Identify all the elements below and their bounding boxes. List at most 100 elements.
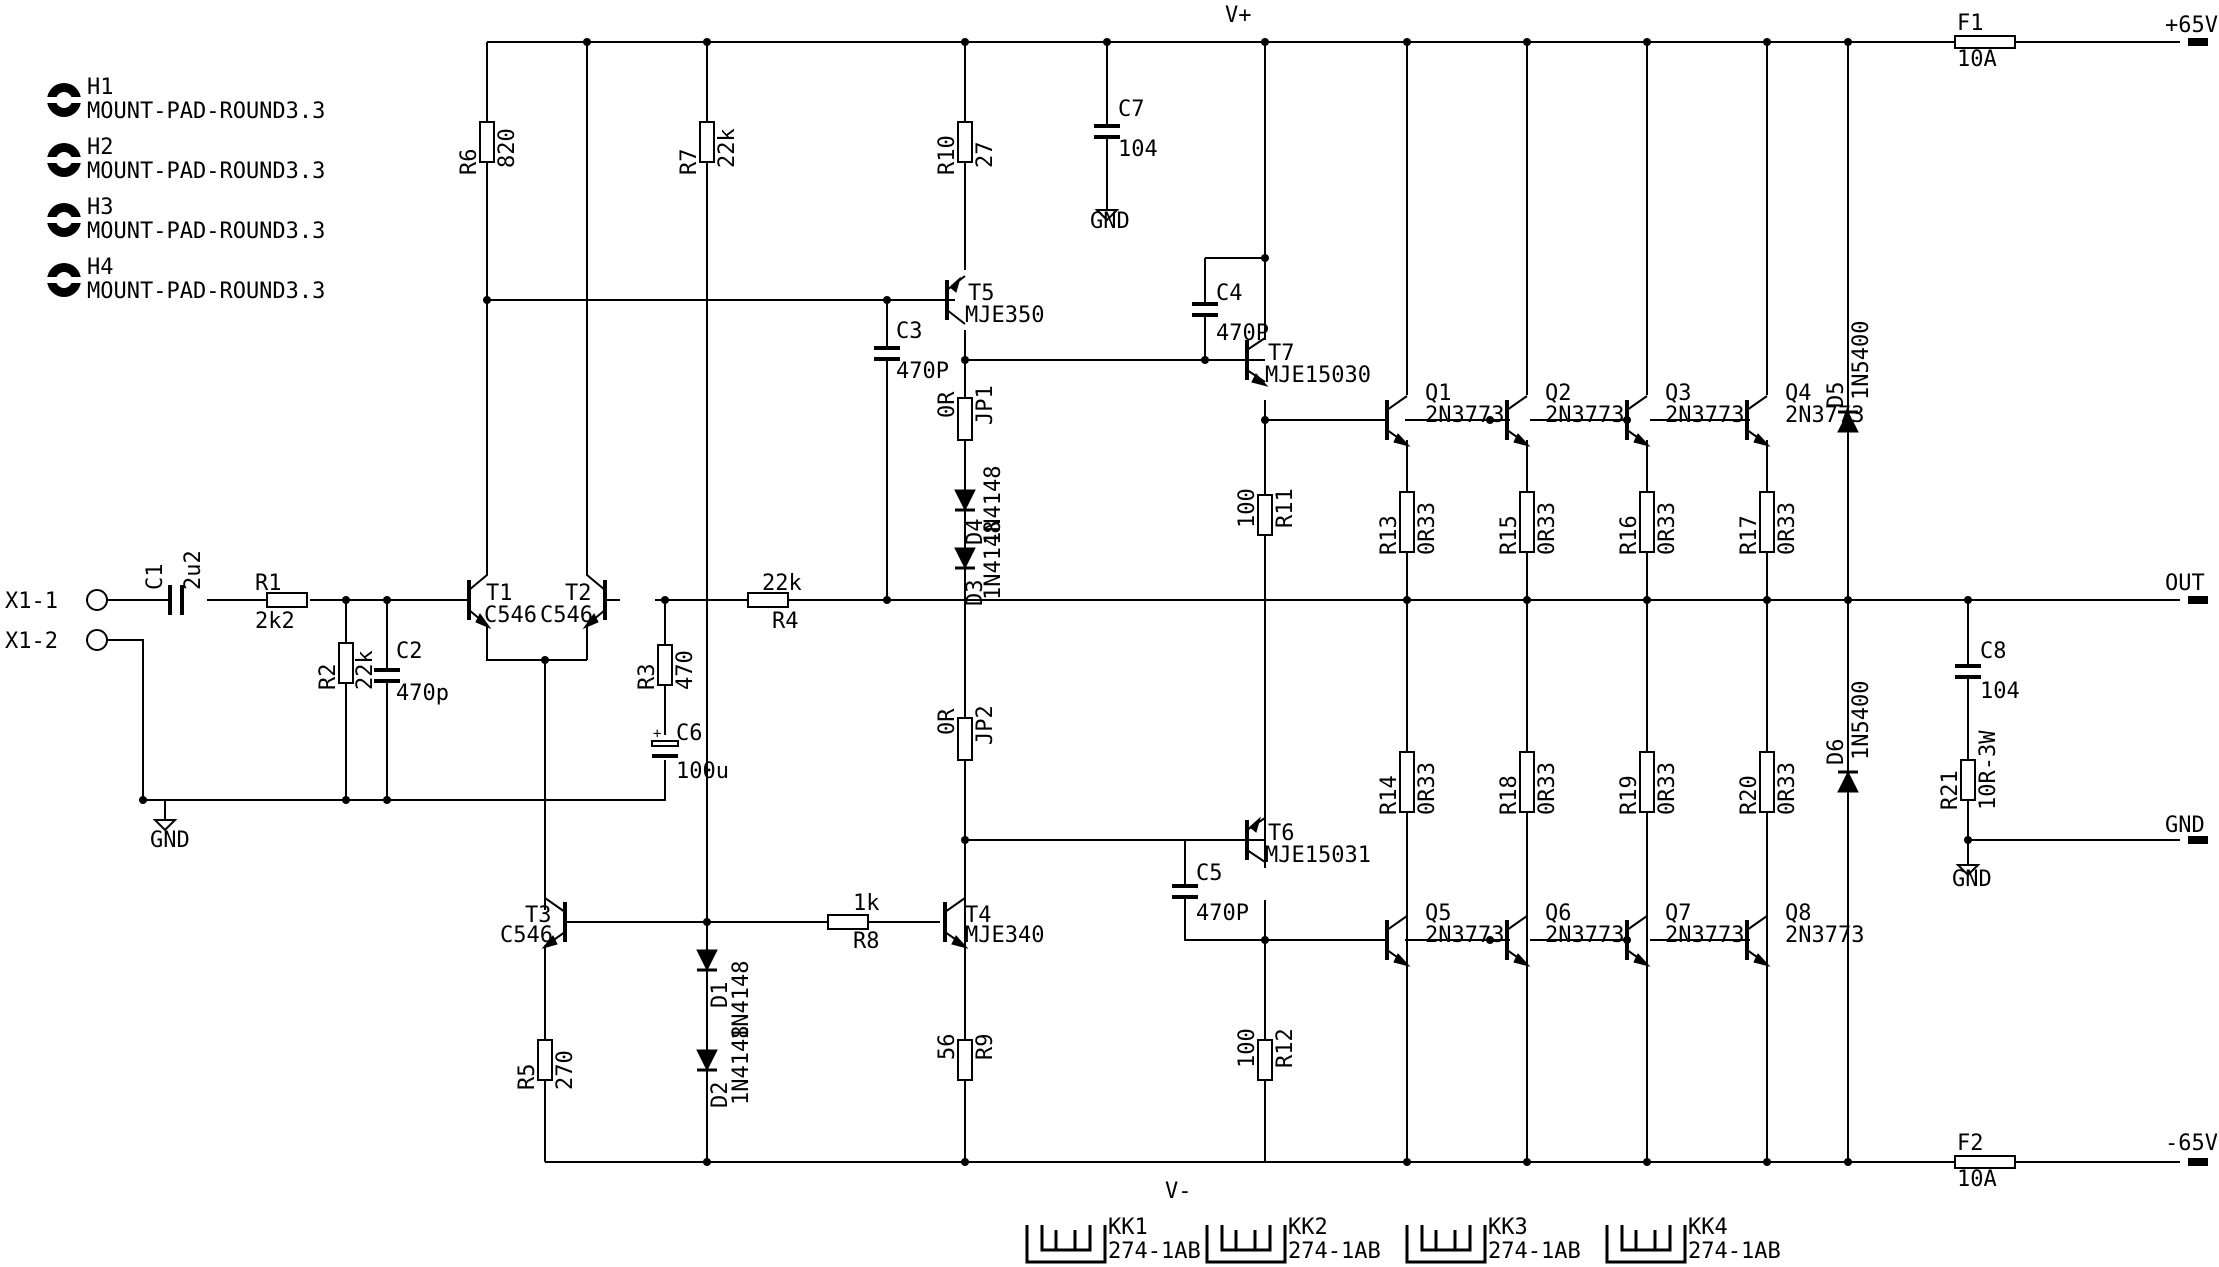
ref-q7: Q7 [1665,901,1692,926]
resistor-r17: R17 0R33 [1737,491,1800,555]
ref-d3: D3 [963,580,988,607]
ref-q3: Q3 [1665,381,1692,406]
ref-r21: R21 [1938,770,1963,810]
val-r18: 0R33 [1535,762,1560,815]
net-m65: -65V [2165,1131,2218,1156]
ref-r20: R20 [1737,775,1762,815]
val-c2: 470p [396,681,449,706]
capacitor-c5: C5 470P [1170,861,1249,926]
val-r1: 2k2 [255,609,295,634]
net-out: OUT [2165,571,2205,596]
net-labels: V+ V- +65V -65V OUT GND X1-1 X1-2 [5,3,2218,1204]
ref-r3: R3 [635,664,660,691]
val-r3: 470 [673,650,698,690]
ref-c3: C3 [896,319,923,344]
val-r11: 100 [1235,488,1260,528]
diodes: D1 1N4148 D2 1N4148 D3 1N4148 D4 1N4148 … [696,321,1874,1108]
val-f1: 10A [1957,47,1997,72]
ref-r18: R18 [1497,775,1522,815]
capacitor-c7: C7 104 [1092,97,1158,162]
ref-c7: C7 [1118,97,1145,122]
transistor-t1: T1 C546 [453,545,537,630]
val-d1: 1N4148 [729,961,754,1040]
capacitor-c2: C2 470p [372,639,449,706]
resistor-r16: R16 0R33 [1617,491,1680,555]
fuse-f1: F1 10A [1954,11,2016,72]
val-c6: 100u [676,759,729,784]
ref-q6: Q6 [1545,901,1572,926]
val-q3: 2N3773 [1665,403,1744,428]
transistor-t4: T4 MJE340 [943,897,1044,949]
transistor-t6: T6 MJE15031 [1245,816,1371,868]
mount-holes: H1 MOUNT-PAD-ROUND3.3 H2 MOUNT-PAD-ROUND… [45,75,325,304]
heatsink-kk1: KK1 274-1AB [1025,1215,1201,1264]
val-r5: 270 [553,1050,578,1090]
jumpers: JP1 0R JP2 0R [935,385,998,761]
gnd-label-c7: GND [1090,209,1130,234]
ref-t4: T4 [965,903,992,928]
resistor-r13: R13 0R33 [1377,491,1440,555]
val-r13: 0R33 [1415,502,1440,555]
net-vplus: V+ [1225,3,1252,28]
net-p65: +65V [2165,13,2218,38]
resistor-r20: R20 0R33 [1737,751,1800,815]
val-kk2: 274-1AB [1288,1239,1381,1264]
ref-r5: R5 [515,1064,540,1091]
net-gnd: GND [2165,813,2205,838]
heatsink-kk4: KK4 274-1AB [1605,1215,1781,1264]
ref-r16: R16 [1617,515,1642,555]
plus-c6: + [653,726,661,742]
val-h1: MOUNT-PAD-ROUND3.3 [87,99,325,124]
gnd-symbol-input: GND [150,800,190,853]
val-r19: 0R33 [1655,762,1680,815]
val-r4: 22k [762,571,802,596]
resistor-r11: R11 100 [1235,488,1298,536]
ref-r2: R2 [316,664,341,691]
ref-t1: T1 [486,581,513,606]
ref-kk3: KK3 [1488,1215,1528,1240]
val-r20: 0R33 [1775,762,1800,815]
val-jp1: 0R [935,391,960,418]
jumper-jp1: JP1 0R [935,385,998,441]
ref-c8: C8 [1980,639,2007,664]
ref-d4: D4 [963,519,988,546]
transistor-t3: T3 C546 [500,897,567,1162]
pin-out [2188,596,2208,604]
net-x11: X1-1 [5,589,58,614]
val-f2: 10A [1957,1167,1997,1192]
mount-hole-h3: H3 MOUNT-PAD-ROUND3.3 [45,195,325,244]
mount-hole-h2: H2 MOUNT-PAD-ROUND3.3 [45,135,325,184]
val-q7: 2N3773 [1665,923,1744,948]
ref-r4: R4 [772,609,799,634]
resistor-r1: R1 2k2 [255,571,308,634]
transistor-q3: Q3 2N3773 [1625,381,1744,447]
ref-r10: R10 [935,135,960,175]
pin-gnd [2188,836,2208,844]
diode-d4: D4 1N4148 [954,466,1006,546]
mount-hole-h4: H4 MOUNT-PAD-ROUND3.3 [45,255,325,304]
resistor-r9: R9 56 [935,1034,998,1081]
ref-r13: R13 [1377,515,1402,555]
val-t4: MJE340 [965,923,1044,948]
resistor-r21: R21 10R-3W [1938,730,2001,810]
jumper-jp2: JP2 0R [935,705,998,761]
val-d3: 1N4148 [981,521,1006,600]
transistor-t7: T7 MJE15030 [1245,337,1371,388]
ref-t2: T2 [565,581,592,606]
ref-t5: T5 [968,281,995,306]
diode-d3: D3 1N4148 [954,521,1006,607]
transistor-t5: T5 MJE350 [887,275,1044,328]
junctions [139,38,1972,1166]
resistor-r2: R2 22k [316,642,378,691]
ref-r7: R7 [677,149,702,176]
val-t1: C546 [484,603,537,628]
ref-h3: H3 [87,195,114,220]
resistor-r12: R12 100 [1235,1028,1298,1081]
val-c3: 470P [896,359,949,384]
ref-kk1: KK1 [1108,1215,1148,1240]
val-h2: MOUNT-PAD-ROUND3.3 [87,159,325,184]
ref-h1: H1 [87,75,114,100]
ref-d1: D1 [708,982,733,1009]
resistor-r6: R6 820 [457,121,520,175]
val-c7: 104 [1118,137,1158,162]
